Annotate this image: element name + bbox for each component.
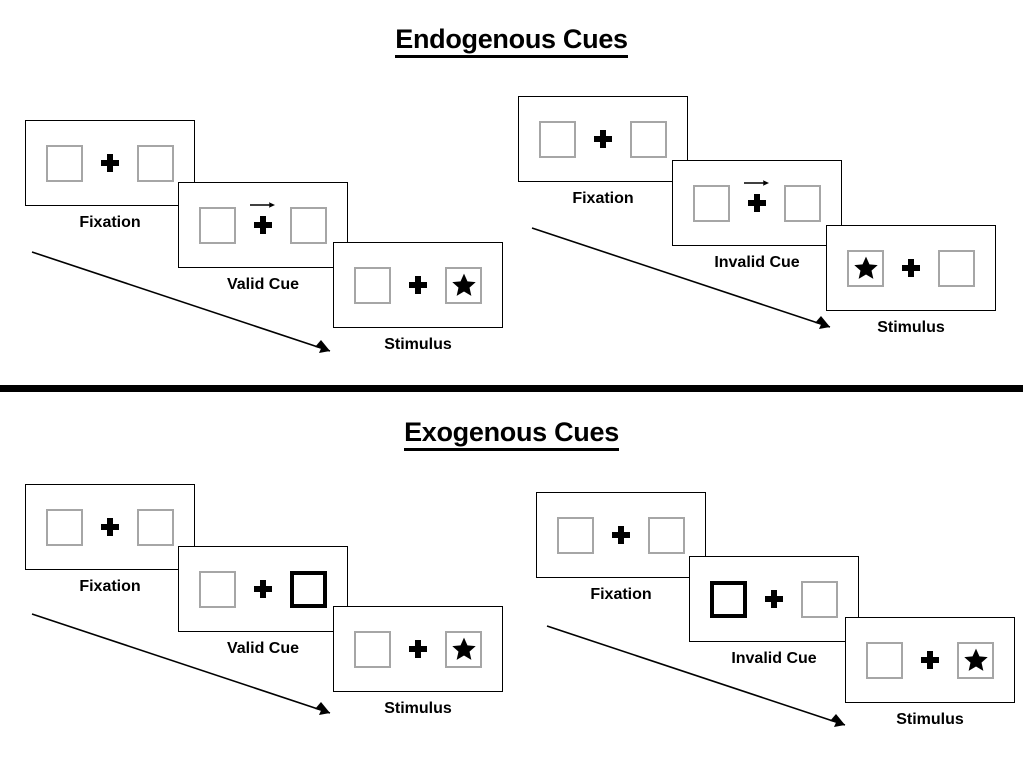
plus-icon (409, 276, 427, 294)
section-title-endogenous-text: Endogenous Cues (395, 25, 628, 59)
frame-content (199, 202, 327, 244)
placeholder-box-left (354, 266, 391, 304)
frame-label-endogenous-invalid-fixation: Fixation (572, 190, 634, 207)
placeholder-box-left (847, 249, 884, 287)
arrow-right-icon (743, 177, 771, 189)
placeholder-box-right (137, 508, 174, 546)
placeholder-box-left (199, 570, 236, 608)
star-icon (963, 647, 989, 673)
frame-exogenous-invalid-stimulus (845, 617, 1015, 703)
frame-endogenous-valid-stimulus (333, 242, 503, 328)
frame-label-endogenous-valid-fixation: Fixation (79, 214, 141, 231)
frame-label-exogenous-valid-cue: Valid Cue (226, 640, 300, 657)
frame-exogenous-valid-stimulus (333, 606, 503, 692)
placeholder-box-left (46, 144, 83, 182)
plus-icon (409, 640, 427, 658)
frame-label-exogenous-valid-fixation: Fixation (79, 578, 141, 595)
placeholder-box-right (445, 630, 482, 668)
frame-label-endogenous-valid-cue: Valid Cue (226, 276, 300, 293)
placeholder-box-left (539, 120, 576, 158)
frame-content (557, 516, 685, 554)
frame-content (354, 266, 482, 304)
frame-exogenous-valid-cue (178, 546, 348, 632)
placeholder-box-right (801, 580, 838, 618)
section-title-exogenous: Exogenous Cues (0, 417, 1023, 452)
frame-endogenous-valid-fixation (25, 120, 195, 206)
frame-content (847, 249, 975, 287)
plus-icon (921, 651, 939, 669)
placeholder-box-right-cued (290, 570, 327, 608)
placeholder-box-right (938, 249, 975, 287)
section-title-endogenous: Endogenous Cues (0, 24, 1023, 59)
section-divider (0, 385, 1023, 392)
frame-endogenous-invalid-stimulus (826, 225, 996, 311)
frame-label-endogenous-valid-stimulus: Stimulus (384, 336, 452, 353)
placeholder-box-right (957, 641, 994, 679)
placeholder-box-right (137, 144, 174, 182)
plus-icon (101, 154, 119, 172)
frame-endogenous-valid-cue (178, 182, 348, 268)
frame-endogenous-invalid-cue (672, 160, 842, 246)
placeholder-box-right (630, 120, 667, 158)
placeholder-box-left (866, 641, 903, 679)
placeholder-box-left (693, 184, 730, 222)
frame-label-exogenous-invalid-cue: Invalid Cue (731, 650, 817, 667)
placeholder-box-left (557, 516, 594, 554)
frame-content (693, 180, 821, 222)
plus-icon (744, 180, 769, 212)
placeholder-box-right (445, 266, 482, 304)
plus-icon (594, 130, 612, 148)
frame-label-endogenous-invalid-stimulus: Stimulus (877, 319, 945, 336)
frame-endogenous-invalid-fixation (518, 96, 688, 182)
frame-content (539, 120, 667, 158)
frame-content (199, 570, 327, 608)
frame-exogenous-invalid-cue (689, 556, 859, 642)
frame-content (710, 580, 838, 618)
placeholder-box-left (354, 630, 391, 668)
plus-icon (902, 259, 920, 277)
frame-exogenous-invalid-fixation (536, 492, 706, 578)
placeholder-box-right (784, 184, 821, 222)
plus-icon (612, 526, 630, 544)
frame-content (46, 144, 174, 182)
frame-label-exogenous-invalid-stimulus: Stimulus (896, 711, 964, 728)
frame-label-endogenous-invalid-cue: Invalid Cue (714, 254, 800, 271)
frame-label-exogenous-invalid-fixation: Fixation (590, 586, 652, 603)
plus-icon (254, 580, 272, 598)
star-icon (451, 272, 477, 298)
placeholder-box-left-cued (710, 580, 747, 618)
frame-exogenous-valid-fixation (25, 484, 195, 570)
frame-content (866, 641, 994, 679)
placeholder-box-left (46, 508, 83, 546)
frame-content (354, 630, 482, 668)
placeholder-box-right (290, 206, 327, 244)
placeholder-box-right (648, 516, 685, 554)
frame-content (46, 508, 174, 546)
star-icon (853, 255, 879, 281)
placeholder-box-left (199, 206, 236, 244)
plus-icon (101, 518, 119, 536)
plus-icon (765, 590, 783, 608)
plus-icon (250, 202, 275, 234)
arrow-right-icon (249, 199, 277, 211)
frame-label-exogenous-valid-stimulus: Stimulus (384, 700, 452, 717)
section-title-exogenous-text: Exogenous Cues (404, 418, 619, 452)
star-icon (451, 636, 477, 662)
